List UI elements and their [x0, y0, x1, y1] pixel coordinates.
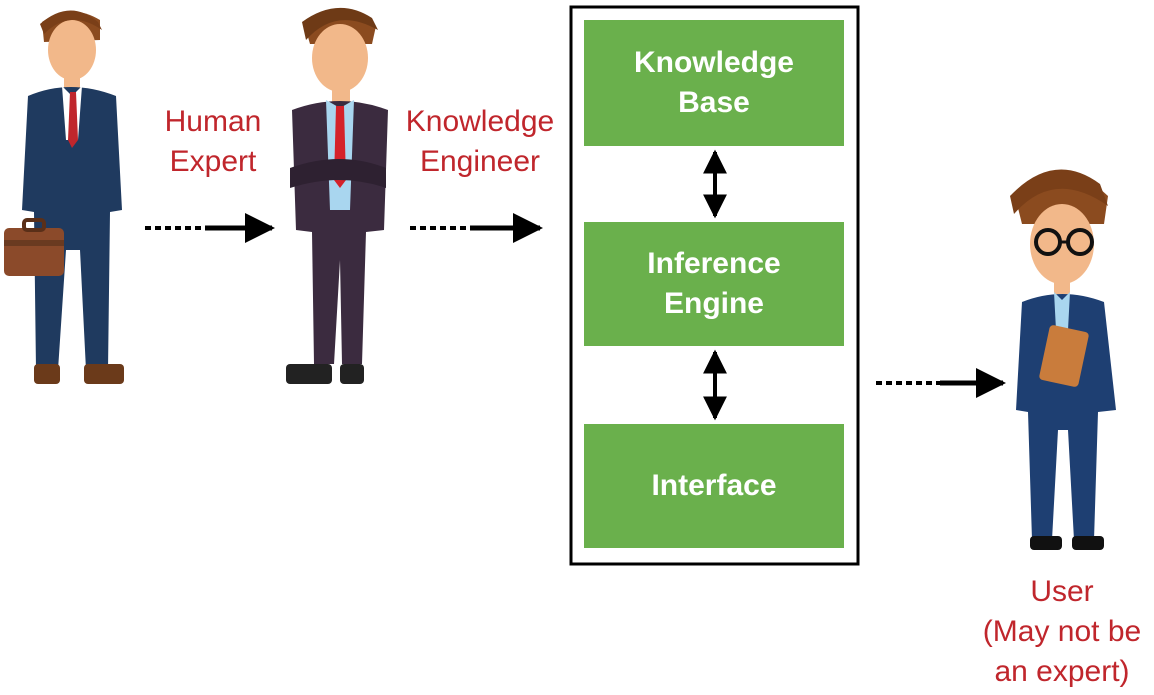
- knowledge-engineer-label: Knowledge Engineer: [405, 105, 555, 178]
- interface-box: Interface: [584, 424, 844, 548]
- inference-engine-label: Inference Engine: [647, 247, 781, 320]
- human-expert-label: Human Expert: [164, 105, 262, 178]
- interface-label: Interface: [651, 469, 777, 502]
- knowledge-base-label: Knowledge Base: [633, 46, 794, 119]
- knowledge-engineer-figure: [286, 7, 388, 384]
- inference-engine-box: Inference Engine: [584, 222, 844, 346]
- user-label: User (May not be an expert): [982, 575, 1142, 688]
- human-expert-figure: [4, 10, 124, 384]
- user-figure: [1010, 169, 1116, 550]
- knowledge-base-box: Knowledge Base: [584, 20, 844, 146]
